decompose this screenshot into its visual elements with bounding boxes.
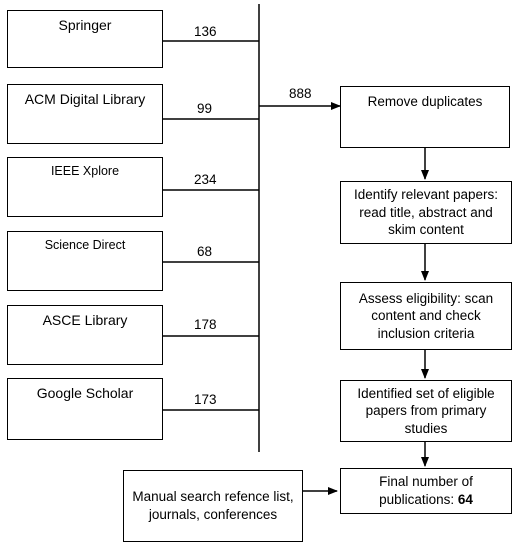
total-count: 888	[289, 86, 312, 101]
identify-relevant-box: Identify relevant papers: read title, ab…	[340, 181, 512, 244]
source-count-sciencedirect: 68	[197, 244, 213, 259]
source-count-ieee: 234	[194, 172, 217, 187]
remove-duplicates-box: Remove duplicates	[340, 86, 510, 148]
source-name: IEEE Xplore	[50, 164, 120, 178]
source-name: Google Scholar	[36, 385, 134, 401]
final-number-box: Final number of publications: 64	[340, 468, 512, 514]
source-box-ieee: IEEE Xplore	[7, 157, 163, 217]
source-name: Springer	[58, 17, 112, 33]
source-name: ACM Digital Library	[24, 91, 146, 107]
identified-set-box: Identified set of eligible papers from p…	[340, 380, 512, 442]
source-name: Science Direct	[44, 238, 126, 252]
source-box-sciencedirect: Science Direct	[7, 231, 163, 291]
source-count-acm: 99	[197, 101, 213, 116]
assess-eligibility-box: Assess eligibility: scan content and che…	[340, 282, 512, 350]
source-name: ASCE Library	[42, 312, 128, 328]
manual-search-label: Manual search refence list, journals, co…	[132, 489, 294, 522]
final-count: 64	[457, 492, 473, 507]
step-label: Identify relevant papers: read title, ab…	[353, 187, 499, 238]
source-box-asce: ASCE Library	[7, 305, 163, 365]
step-label: Identified set of eligible papers from p…	[357, 385, 495, 436]
manual-search-box: Manual search refence list, journals, co…	[123, 470, 303, 542]
step-label: Final number of publications: 64	[345, 473, 507, 508]
source-box-springer: Springer	[7, 10, 163, 68]
step-label: Assess eligibility: scan content and che…	[358, 290, 494, 341]
source-box-acm: ACM Digital Library	[7, 84, 163, 144]
source-box-google-scholar: Google Scholar	[7, 378, 163, 440]
source-count-asce: 178	[194, 317, 217, 332]
source-count-google-scholar: 173	[194, 392, 217, 407]
step-label: Remove duplicates	[367, 94, 483, 109]
final-label: Final number of publications:	[379, 474, 473, 507]
source-count-springer: 136	[194, 24, 217, 39]
